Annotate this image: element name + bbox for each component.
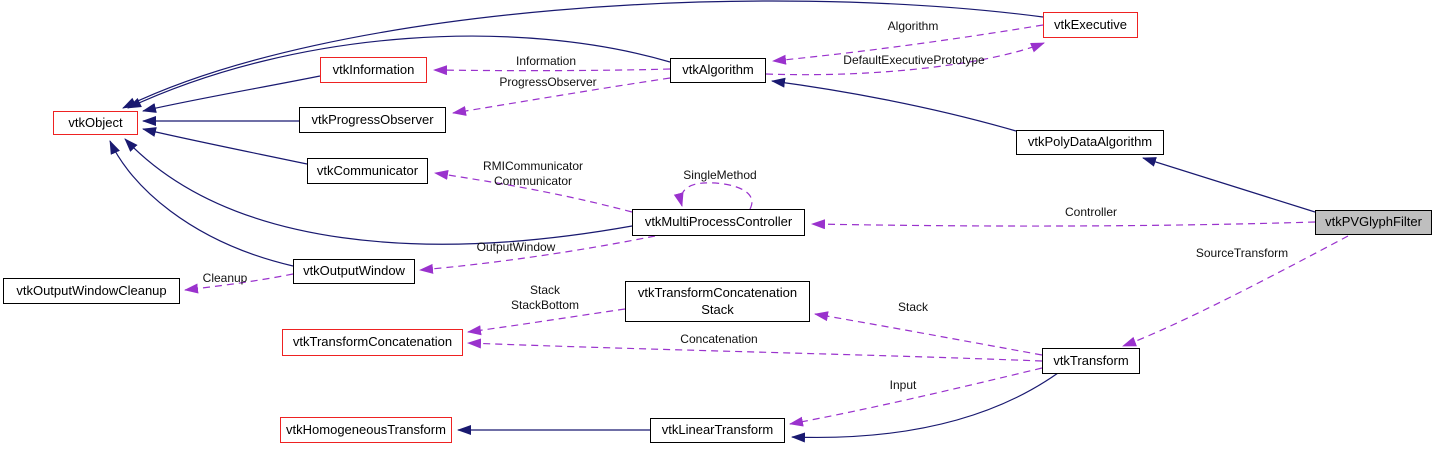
edge-concatenation — [467, 338, 1043, 362]
edge-label-defaultexecutiveprototype: DefaultExecutivePrototype — [843, 53, 985, 67]
node-line: vtkTransformConcatenation — [637, 285, 798, 301]
edge-vtkinformation-to-vtkobject — [142, 75, 321, 113]
edge-label-input: Input — [889, 378, 917, 392]
edge-label-stackbottom: StackBottom — [510, 298, 580, 312]
edge-label-information: Information — [515, 54, 577, 68]
edge-label-algorithm: Algorithm — [887, 19, 939, 33]
edge-label-communicator: Communicator — [493, 174, 573, 188]
edge-label-controller: Controller — [1064, 205, 1118, 219]
node-vtkmultiprocesscontroller[interactable]: vtkMultiProcessController — [632, 209, 805, 236]
edge-vtktransform-to-vtklineartransform — [791, 372, 1059, 443]
node-vtkexecutive[interactable]: vtkExecutive — [1043, 12, 1138, 38]
node-vtkhomogeneoustransform[interactable]: vtkHomogeneousTransform — [280, 417, 452, 443]
node-vtkpolydataalgorithm[interactable]: vtkPolyDataAlgorithm — [1016, 130, 1164, 155]
node-vtkoutputwindow[interactable]: vtkOutputWindow — [293, 259, 415, 284]
edge-label-concatenation: Concatenation — [680, 332, 758, 346]
edge-label-outputwindow: OutputWindow — [476, 240, 556, 254]
edge-vtkalgorithm-to-vtkobject — [127, 35, 671, 109]
node-vtkobject[interactable]: vtkObject — [53, 111, 138, 135]
node-vtkoutputwindowcleanup[interactable]: vtkOutputWindowCleanup — [3, 278, 180, 304]
edge-vtkpvglyphfilter-to-vtkpolydataalgorithm — [1142, 157, 1316, 213]
edge-algorithm — [772, 24, 1044, 65]
edge-vtkpolydataalgorithm-to-vtkalgorithm — [771, 77, 1017, 132]
edge-controller — [811, 219, 1316, 230]
edge-vtkoutputwindow-to-vtkobject — [109, 140, 294, 267]
edge-rmicommunicator — [434, 170, 633, 213]
edge-label-singlemethod: SingleMethod — [683, 168, 757, 182]
node-line: Stack — [701, 301, 734, 317]
edge-label-stack-top: Stack — [529, 283, 561, 297]
edge-stack — [814, 311, 1043, 356]
edge-vtkcommunicator-to-vtkobject — [142, 127, 308, 165]
node-vtkinformation[interactable]: vtkInformation — [320, 57, 427, 83]
edge-label-stack: Stack — [897, 300, 929, 314]
node-vtktransformconcatenationstack[interactable]: vtkTransformConcatenation Stack — [625, 281, 810, 322]
node-vtkprogressobserver[interactable]: vtkProgressObserver — [299, 107, 446, 133]
node-vtkalgorithm[interactable]: vtkAlgorithm — [670, 58, 766, 83]
node-vtklineartransform[interactable]: vtkLinearTransform — [650, 418, 785, 443]
node-vtktransformconcatenation[interactable]: vtkTransformConcatenation — [282, 329, 463, 356]
edge-cleanup — [184, 273, 294, 294]
edge-defaultexecutiveprototype — [765, 42, 1045, 76]
edge-information — [433, 65, 671, 76]
edge-stack-stackbottom — [467, 308, 626, 336]
edge-outputwindow — [419, 235, 656, 274]
edge-label-progressobserver: ProgressObserver — [499, 75, 597, 89]
edge-label-sourcetransform: SourceTransform — [1195, 246, 1289, 260]
edge-progressobserver — [452, 77, 671, 116]
edge-sourcetransform — [1122, 235, 1349, 347]
node-vtktransform[interactable]: vtkTransform — [1042, 348, 1140, 374]
edge-label-rmicommunicator: RMICommunicator — [482, 159, 584, 173]
edge-vtkexecutive-to-vtkobject — [122, 0, 1044, 109]
edge-singlemethod-selfloop — [673, 182, 753, 210]
node-vtkcommunicator[interactable]: vtkCommunicator — [307, 158, 428, 184]
edge-vtkmultiprocesscontroller-to-vtkobject — [124, 138, 633, 245]
edge-input — [789, 367, 1043, 427]
node-vtkpvglyphfilter[interactable]: vtkPVGlyphFilter — [1315, 210, 1432, 235]
edge-label-cleanup: Cleanup — [202, 271, 248, 285]
